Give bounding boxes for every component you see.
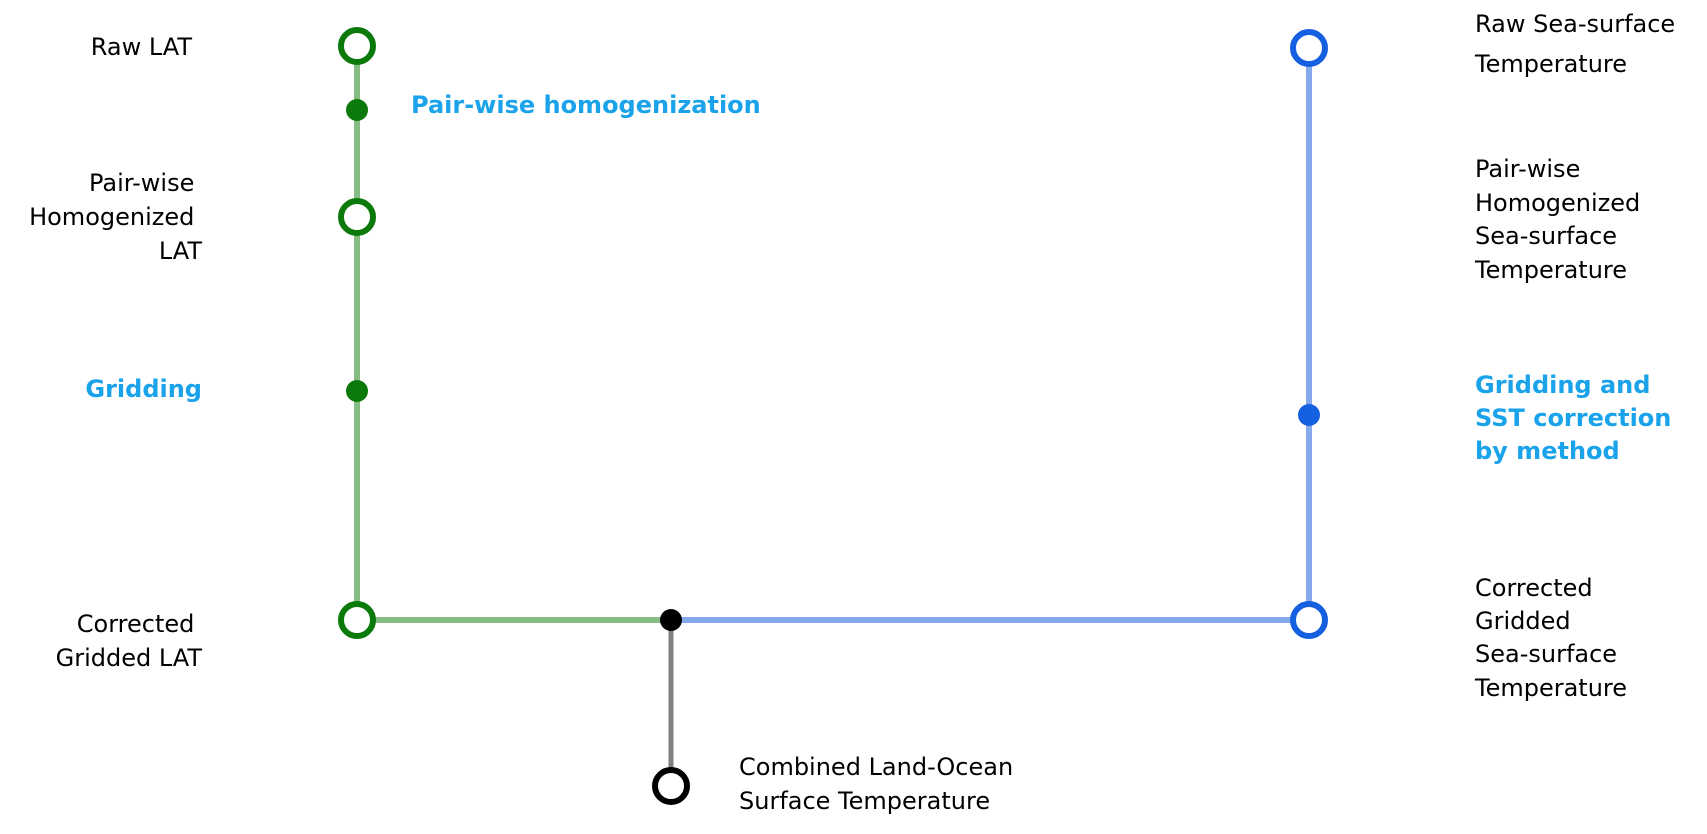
raw-sst-node <box>1290 29 1328 67</box>
corrected-gridded-lat-label: Corrected Gridded LAT <box>56 610 203 672</box>
pairwise-homogenized-sst-label: Pair-wise Homogenized Sea-surface Temper… <box>1474 155 1648 284</box>
raw-sst-label: Raw Sea-surface Temperature <box>1474 10 1683 78</box>
corrected-gridded-sst-node <box>1290 601 1328 639</box>
gridding-step-label: Gridding <box>85 375 202 403</box>
combined-temperature-node <box>652 767 690 805</box>
raw-lat-label: Raw LAT <box>91 33 193 61</box>
merge-junction-dot <box>660 609 682 631</box>
homogenization-step-dot <box>346 99 368 121</box>
corrected-gridded-lat-node <box>338 601 376 639</box>
gridding-step-dot <box>346 380 368 402</box>
combined-land-ocean-label: Combined Land-Ocean Surface Temperature <box>739 753 1021 815</box>
pairwise-homogenization-step-label: Pair-wise homogenization <box>411 91 761 119</box>
sst-gridding-correction-step-label: Gridding and SST correction by method <box>1475 371 1680 465</box>
homogenized-lat-node <box>338 198 376 236</box>
sst-gridding-step-dot <box>1298 404 1320 426</box>
raw-lat-node <box>338 27 376 65</box>
pairwise-homogenized-lat-label: Pair-wise Homogenized LAT <box>29 169 202 265</box>
corrected-gridded-sst-label: Corrected Gridded Sea-surface Temperatur… <box>1474 574 1627 702</box>
